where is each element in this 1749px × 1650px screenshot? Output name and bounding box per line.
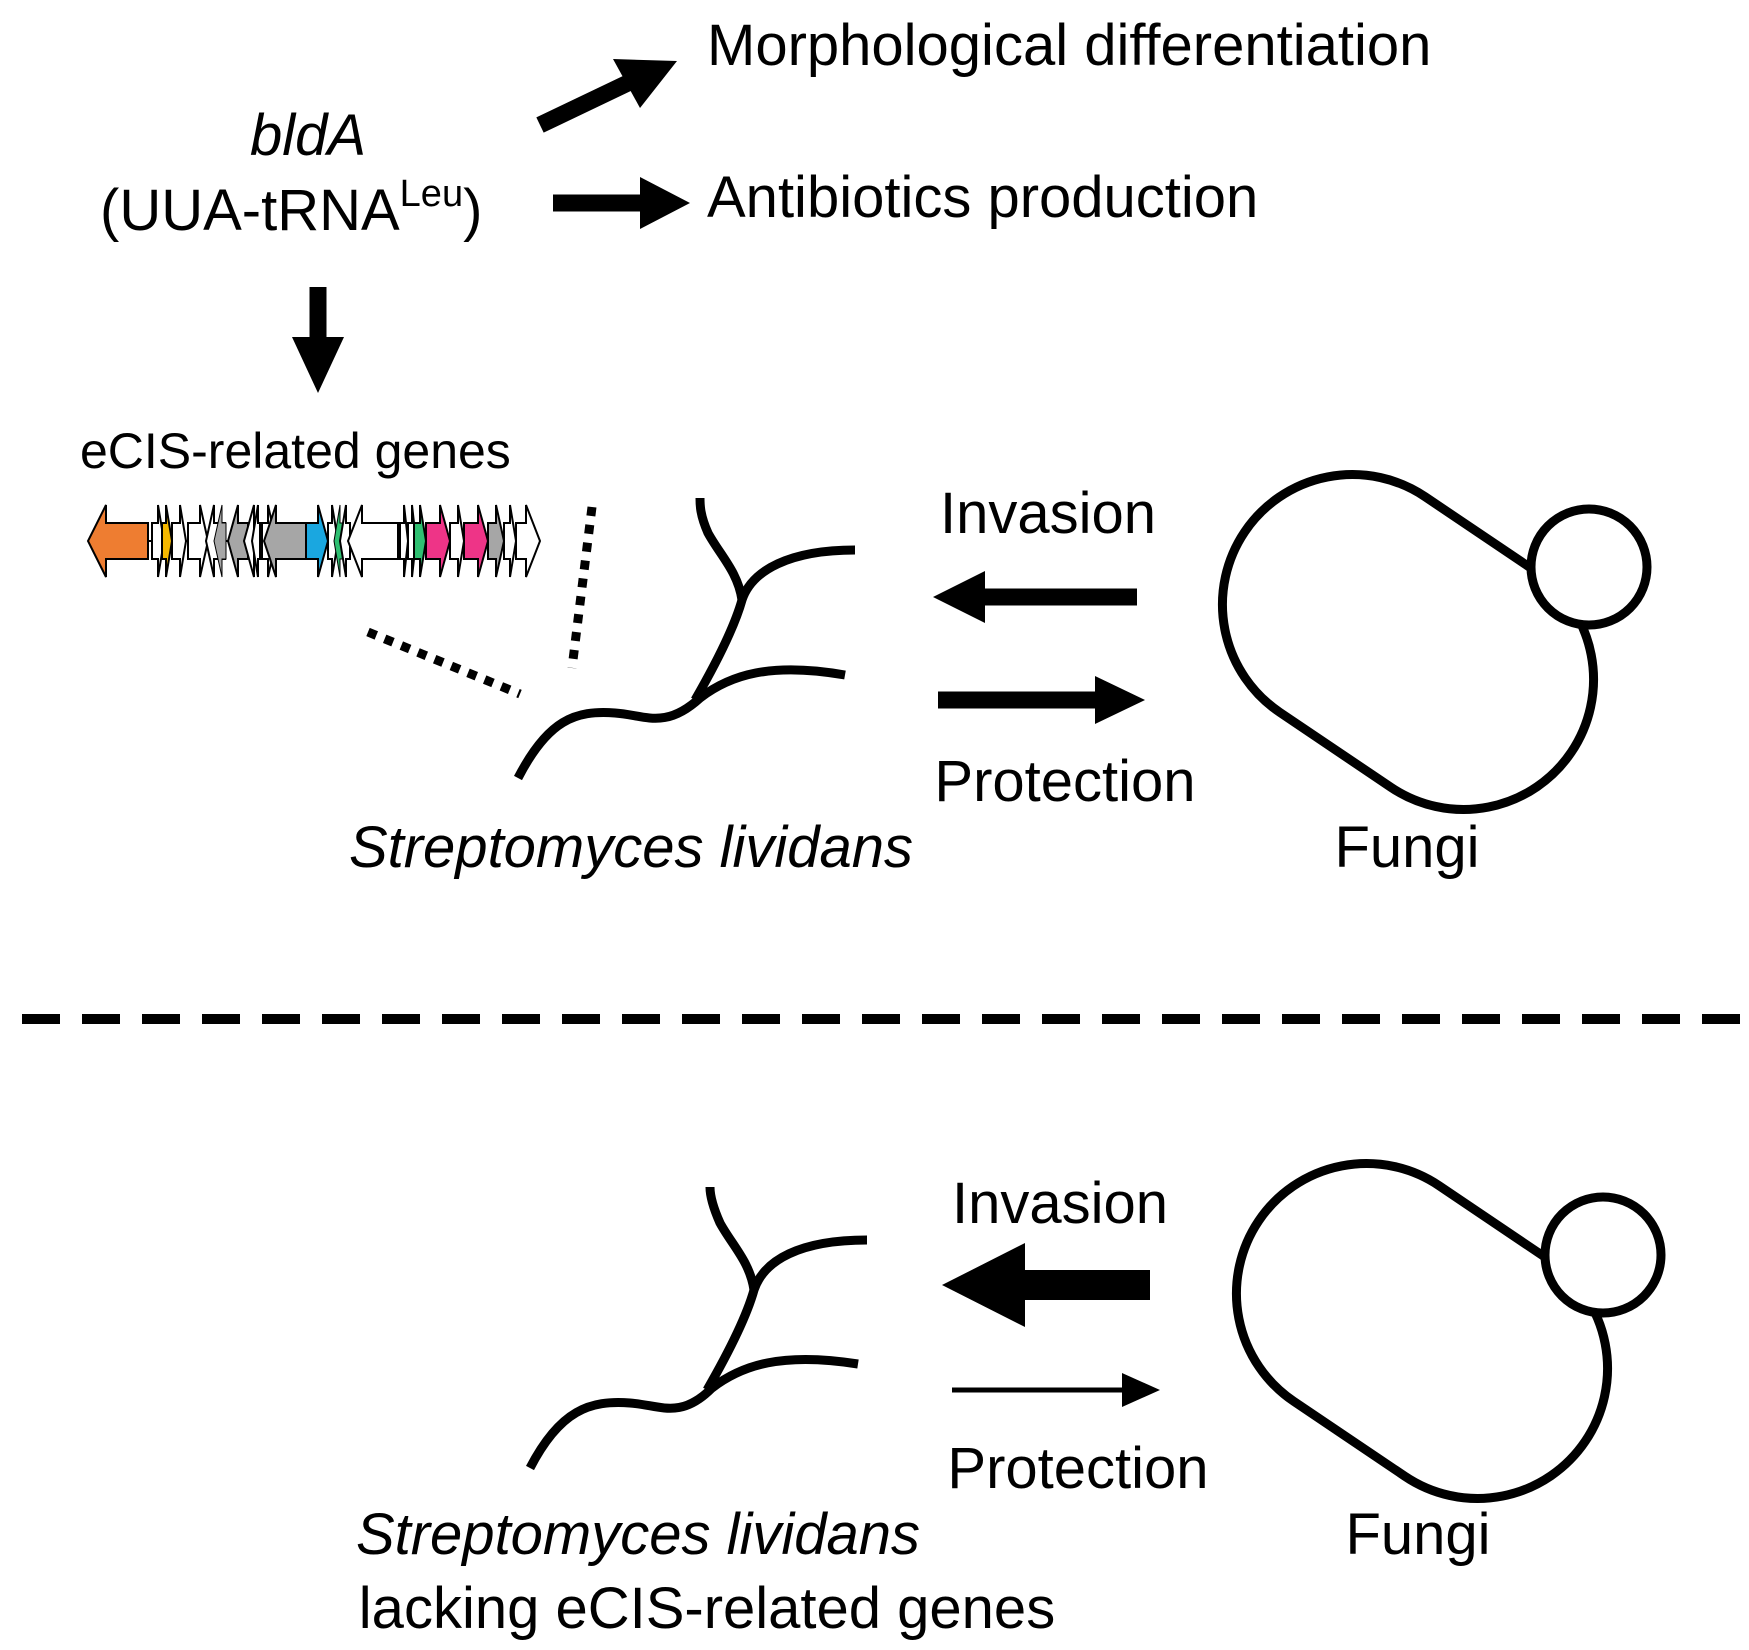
gene-arrow xyxy=(250,504,261,578)
streptomyces-hyphae-bottom xyxy=(526,1186,868,1471)
gene-arrow xyxy=(399,504,410,578)
gene-arrow xyxy=(213,504,227,578)
protection-arrow-top xyxy=(938,676,1145,724)
top-panel: bldA (UUA-tRNALeu) Morphological differe… xyxy=(80,13,1652,880)
output-antibiotics-production: Antibiotics production xyxy=(707,165,1258,230)
bacterium-label-bottom: Streptomyces lividans xyxy=(356,1502,920,1567)
bacterium-sublabel-bottom: lacking eCIS-related genes xyxy=(359,1576,1055,1641)
gene-arrow xyxy=(463,504,490,578)
gene-cluster xyxy=(86,504,542,578)
protection-arrow-bottom xyxy=(952,1373,1160,1407)
regulator-name: bldA xyxy=(250,103,366,168)
gene-arrow xyxy=(425,504,452,578)
protection-label-bottom: Protection xyxy=(947,1436,1208,1501)
fungi-cell-top xyxy=(1217,470,1652,814)
arrow-to-antibiotics xyxy=(553,177,690,229)
gene-arrow xyxy=(503,504,518,578)
arrow-to-ecis xyxy=(292,287,344,393)
gene-arrow xyxy=(226,504,249,578)
zoom-line-right xyxy=(567,506,597,669)
fungi-label-bottom: Fungi xyxy=(1345,1502,1490,1567)
gene-arrow xyxy=(487,504,506,578)
gene-arrow xyxy=(161,504,174,578)
protection-label-top: Protection xyxy=(934,749,1195,814)
arrow-to-morphology xyxy=(536,59,677,133)
invasion-label-bottom: Invasion xyxy=(952,1171,1168,1236)
regulator-product: (UUA-tRNALeu) xyxy=(100,173,482,243)
gene-arrow xyxy=(449,504,466,578)
regulator-product-prefix: (UUA-tRNA xyxy=(100,178,400,243)
invasion-label-top: Invasion xyxy=(940,481,1156,546)
bacterium-label-top: Streptomyces lividans xyxy=(349,815,913,880)
gene-arrow xyxy=(327,504,340,578)
regulator-product-suffix: ) xyxy=(463,178,482,243)
invasion-arrow-bottom xyxy=(942,1243,1150,1327)
fungi-label-top: Fungi xyxy=(1334,815,1479,880)
gene-arrow xyxy=(305,504,330,578)
fungi-cell-bottom xyxy=(1231,1159,1666,1503)
gene-arrow xyxy=(262,504,307,578)
streptomyces-hyphae xyxy=(514,497,856,781)
gene-arrow xyxy=(338,504,351,578)
output-morphological-differentiation: Morphological differentiation xyxy=(707,13,1431,78)
gene-arrow xyxy=(187,504,210,578)
gene-arrow xyxy=(171,504,188,578)
zoom-line-left xyxy=(366,627,522,699)
bottom-panel: Invasion Protection Streptomyces lividan… xyxy=(356,1159,1666,1641)
gene-cluster-label: eCIS-related genes xyxy=(80,423,511,479)
gene-arrow xyxy=(515,504,542,578)
gene-arrow xyxy=(86,504,149,578)
invasion-arrow-top xyxy=(933,571,1137,623)
gene-arrow xyxy=(413,504,428,578)
regulator-product-superscript: Leu xyxy=(400,173,463,215)
gene-arrow xyxy=(346,504,399,578)
